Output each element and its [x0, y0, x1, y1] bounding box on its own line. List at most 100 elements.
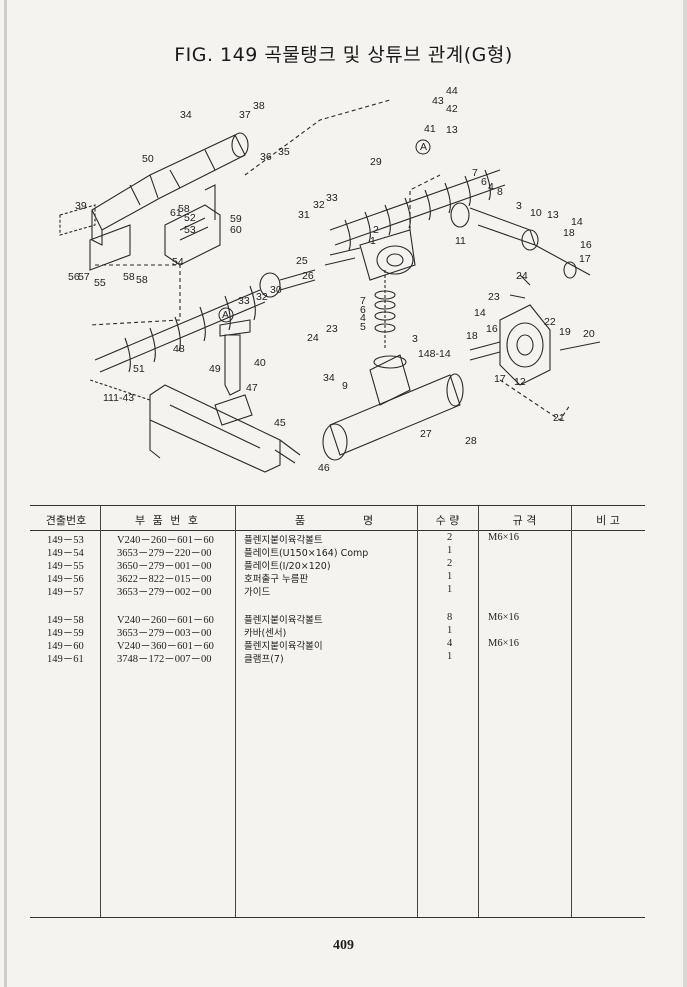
gear-housing-drawing	[324, 229, 416, 281]
callout: 36	[260, 151, 272, 163]
part-number: 3653－279－002－00	[117, 587, 212, 598]
index-no: 149－54	[47, 548, 84, 559]
index-no: 149－60	[47, 641, 84, 652]
table-row: 149－61 3748－172－007－00 클램프(7) 1	[0, 651, 687, 665]
callout: 58	[123, 271, 135, 283]
callout: 33	[238, 295, 250, 307]
quantity: 1	[447, 571, 453, 582]
callout: 11	[455, 235, 466, 247]
part-name: 플레이트(U150×164) Comp	[244, 548, 369, 559]
callout: 16	[486, 323, 498, 335]
callout: 21	[553, 412, 565, 424]
callout: 31	[298, 209, 310, 221]
callout: 34	[180, 109, 192, 121]
figure-title: FIG. 149 곡물탱크 및 상튜브 관계(G형)	[174, 44, 513, 66]
callout: 7	[360, 295, 366, 307]
table-bottom-rule	[30, 917, 645, 918]
lower-tube-drawing	[322, 354, 464, 461]
callout: 5	[360, 321, 366, 333]
index-no: 149－58	[47, 615, 84, 626]
callout: 27	[420, 428, 432, 440]
callout: 3	[516, 200, 522, 212]
callout: 18	[466, 330, 478, 342]
callout: 41	[424, 123, 436, 135]
callout: 58	[178, 203, 190, 215]
quantity: 1	[447, 584, 453, 595]
part-name: 플렌지붙이육각볼이	[244, 641, 323, 652]
callout: 53	[184, 224, 196, 236]
callout: 30	[270, 284, 282, 296]
callout: 44	[446, 85, 458, 97]
callout: 59	[230, 213, 242, 225]
callout: 18	[563, 227, 575, 239]
table-divider	[235, 505, 236, 917]
callout: 8	[497, 186, 503, 198]
callout: 13	[446, 124, 458, 136]
parts-group-1: 149－53 V240－260－601－60 플렌지붙이육각볼트 2 M6×16…	[0, 532, 687, 598]
callout: 45	[274, 417, 286, 429]
index-no: 149－59	[47, 628, 84, 639]
callout: 13	[547, 209, 559, 221]
callout: 17	[494, 373, 506, 385]
index-no: 149－61	[47, 654, 84, 665]
callout: 6	[481, 176, 487, 188]
callout: 35	[278, 146, 290, 158]
callout: 42	[446, 103, 458, 115]
index-no: 149－56	[47, 574, 84, 585]
part-number: V240－260－601－60	[117, 535, 214, 546]
callout: 47	[246, 382, 258, 394]
callout: 40	[254, 357, 266, 369]
callout: 14	[474, 307, 486, 319]
quantity: 4	[447, 638, 453, 649]
table-row: 149－59 3653－279－003－00 카바(센서) 1	[0, 625, 687, 639]
callout: 28	[465, 435, 477, 447]
callout: 16	[580, 239, 592, 251]
callout: 37	[239, 109, 251, 121]
table-divider	[478, 505, 479, 917]
part-number: 3653－279－003－00	[117, 628, 212, 639]
callout: 38	[253, 100, 265, 112]
part-name: 클램프(7)	[244, 654, 284, 665]
callout: 12	[514, 376, 526, 388]
callout: 3	[412, 333, 418, 345]
callout: A	[222, 309, 230, 321]
header-index-no: 견출번호	[45, 514, 87, 527]
callout: 56	[68, 271, 80, 283]
callout: 24	[307, 332, 319, 344]
quantity: 1	[447, 545, 453, 556]
callout: 14	[571, 216, 583, 228]
quantity: 8	[447, 612, 453, 623]
support-frame-drawing	[149, 384, 281, 473]
callout: 1	[370, 235, 376, 247]
part-name: 플레이트(I/20×120)	[244, 561, 331, 572]
callout: 22	[544, 316, 556, 328]
callout: 48	[173, 343, 185, 355]
page-right-edge	[683, 0, 687, 987]
index-no: 149－57	[47, 587, 84, 598]
part-name: 가이드	[244, 587, 271, 598]
quantity: 2	[447, 558, 453, 569]
quantity: 1	[447, 625, 453, 636]
callout: A	[420, 141, 428, 153]
table-row: 149－54 3653－279－220－00 플레이트(U150×164) Co…	[0, 545, 687, 559]
callout: 111-43	[103, 392, 135, 404]
callout: 10	[530, 207, 542, 219]
callout: 17	[579, 253, 591, 265]
callout: 6	[360, 304, 366, 316]
right-bearing-flange-drawing	[450, 202, 591, 279]
header-part-number: 부 품 번 호	[135, 514, 200, 527]
part-name: 카바(센서)	[244, 628, 287, 639]
callout: 7	[472, 167, 478, 179]
part-number: V240－260－601－60	[117, 615, 214, 626]
callout-labels: 44 43 42 41 13 A 34 37 38 36 35 50 29 7 …	[68, 85, 595, 473]
index-no: 149－53	[47, 535, 84, 546]
callout: 61	[170, 207, 182, 219]
part-number: 3622－822－015－00	[117, 574, 212, 585]
callout: 19	[559, 326, 571, 338]
parts-group-2: 149－58 V240－260－601－60 플렌지붙이육각볼트 8 M6×16…	[0, 612, 687, 665]
table-row: 149－55 3650－279－001－00 플레이트(I/20×120) 2	[0, 558, 687, 572]
grain-tank-hopper-drawing	[59, 132, 249, 271]
callout: 50	[142, 153, 154, 165]
callout: 57	[78, 271, 90, 283]
table-divider	[571, 505, 572, 917]
